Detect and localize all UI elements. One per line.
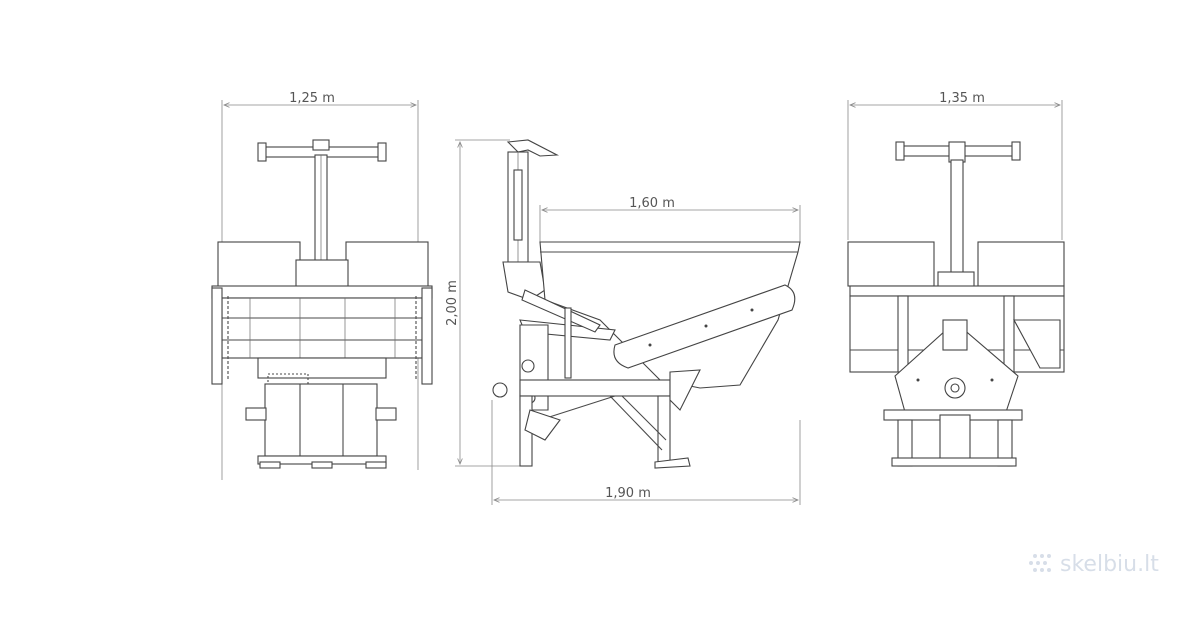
rear-width-dimension: 1,35 m xyxy=(847,91,1063,240)
side-height-dimension: 2,00 m xyxy=(445,139,520,467)
front-chain xyxy=(227,296,417,380)
front-width-label: 1,25 m xyxy=(289,91,335,106)
rear-width-label: 1,35 m xyxy=(939,91,985,106)
watermark-text: skelbiu.lt xyxy=(1060,552,1159,577)
side-length-label: 1,90 m xyxy=(605,486,651,501)
hopper-length-label: 1,60 m xyxy=(629,196,675,211)
side-view: 2,00 m 1,60 m 1,90 m xyxy=(445,139,801,505)
side-length-dimension: 1,90 m xyxy=(491,400,801,505)
front-view: 1,25 m xyxy=(211,91,433,480)
hopper-length-dimension: 1,60 m xyxy=(539,196,801,242)
rear-view: 1,35 m xyxy=(847,91,1065,467)
watermark: skelbiu.lt xyxy=(1029,552,1159,577)
side-height-label: 2,00 m xyxy=(445,280,460,326)
dots-logo-icon xyxy=(1029,554,1051,572)
